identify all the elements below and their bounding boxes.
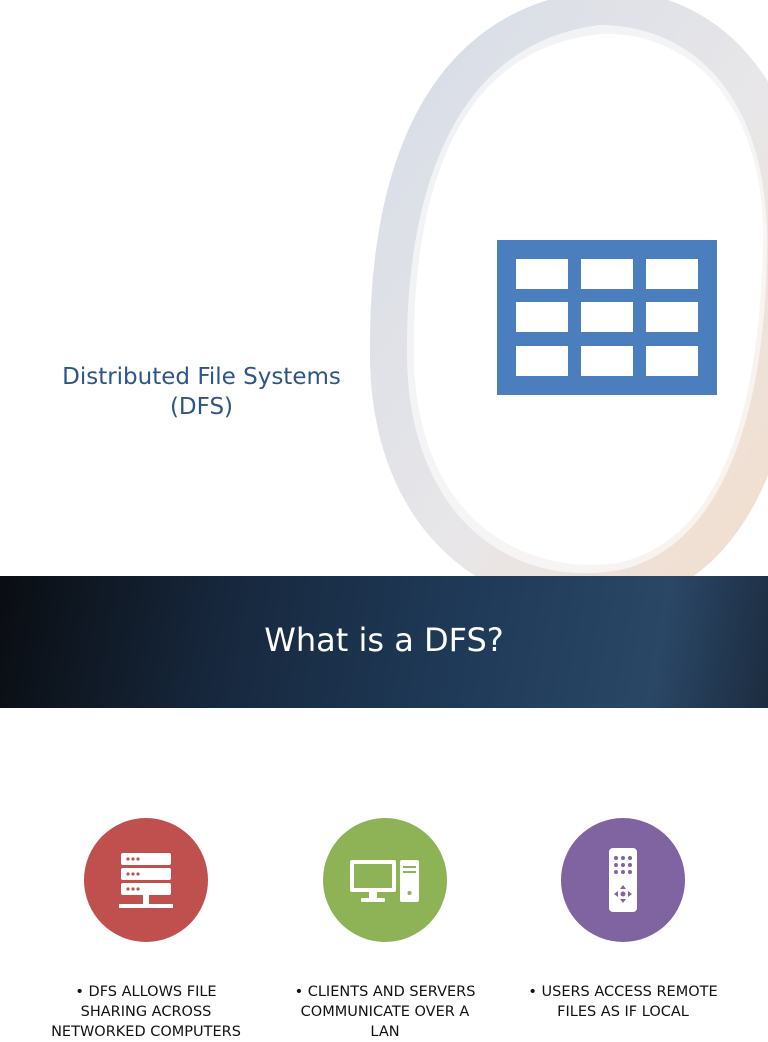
feature-text: • CLIENTS AND SERVERS COMMUNICATE OVER A… <box>294 984 476 1040</box>
server-stack-icon <box>119 853 173 908</box>
feature-item: • CLIENTS AND SERVERS COMMUNICATE OVER A… <box>285 818 485 1042</box>
section-header-band: What is a DFS? <box>0 576 768 708</box>
feature-item: • DFS ALLOWS FILE SHARING ACROSS NETWORK… <box>46 818 246 1042</box>
slide-title: Distributed File Systems (DFS) <box>40 362 363 422</box>
feature-icon-circle <box>323 818 447 942</box>
section-heading: What is a DFS? <box>264 621 504 659</box>
feature-text: • DFS ALLOWS FILE SHARING ACROSS NETWORK… <box>51 984 241 1040</box>
feature-text: • USERS ACCESS REMOTE FILES AS IF LOCAL <box>528 984 718 1020</box>
remote-control-icon <box>609 848 637 912</box>
table-grid-icon <box>497 240 717 395</box>
slide-title-line2: (DFS) <box>169 394 234 420</box>
slide-title-line1: Distributed File Systems <box>62 364 341 390</box>
features-section: • DFS ALLOWS FILE SHARING ACROSS NETWORK… <box>0 708 768 1040</box>
title-slide: Distributed File Systems (DFS) <box>40 0 768 576</box>
feature-icon-circle <box>561 818 685 942</box>
decorative-ring <box>369 0 768 576</box>
feature-icon-circle <box>84 818 208 942</box>
desktop-computer-icon <box>350 860 419 902</box>
feature-item: • USERS ACCESS REMOTE FILES AS IF LOCAL <box>523 818 723 1022</box>
